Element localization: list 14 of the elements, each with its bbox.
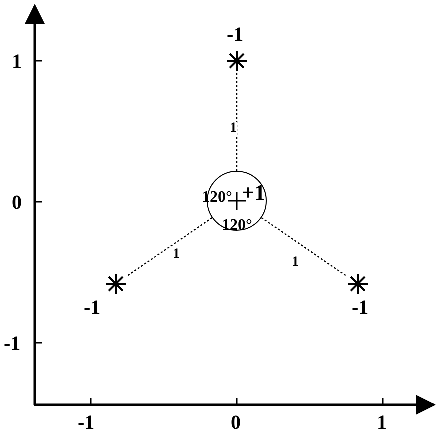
charge-label: -1 xyxy=(84,298,101,318)
edge-label: 1 xyxy=(230,122,237,136)
axis-tick-label: 1 xyxy=(377,413,387,431)
charge-label: -1 xyxy=(352,298,369,318)
axis-tick-label: -1 xyxy=(4,334,21,354)
axis-tick-label: 1 xyxy=(12,52,22,72)
charge-label: -1 xyxy=(227,25,244,45)
axis-tick-label: -1 xyxy=(78,413,95,431)
axis-tick-label: 0 xyxy=(12,193,22,213)
charge-label: +1 xyxy=(242,182,266,204)
axis-tick-label: 0 xyxy=(231,413,241,431)
connecting-line xyxy=(128,217,213,276)
connecting-line xyxy=(261,217,346,276)
connecting-line xyxy=(236,73,238,171)
